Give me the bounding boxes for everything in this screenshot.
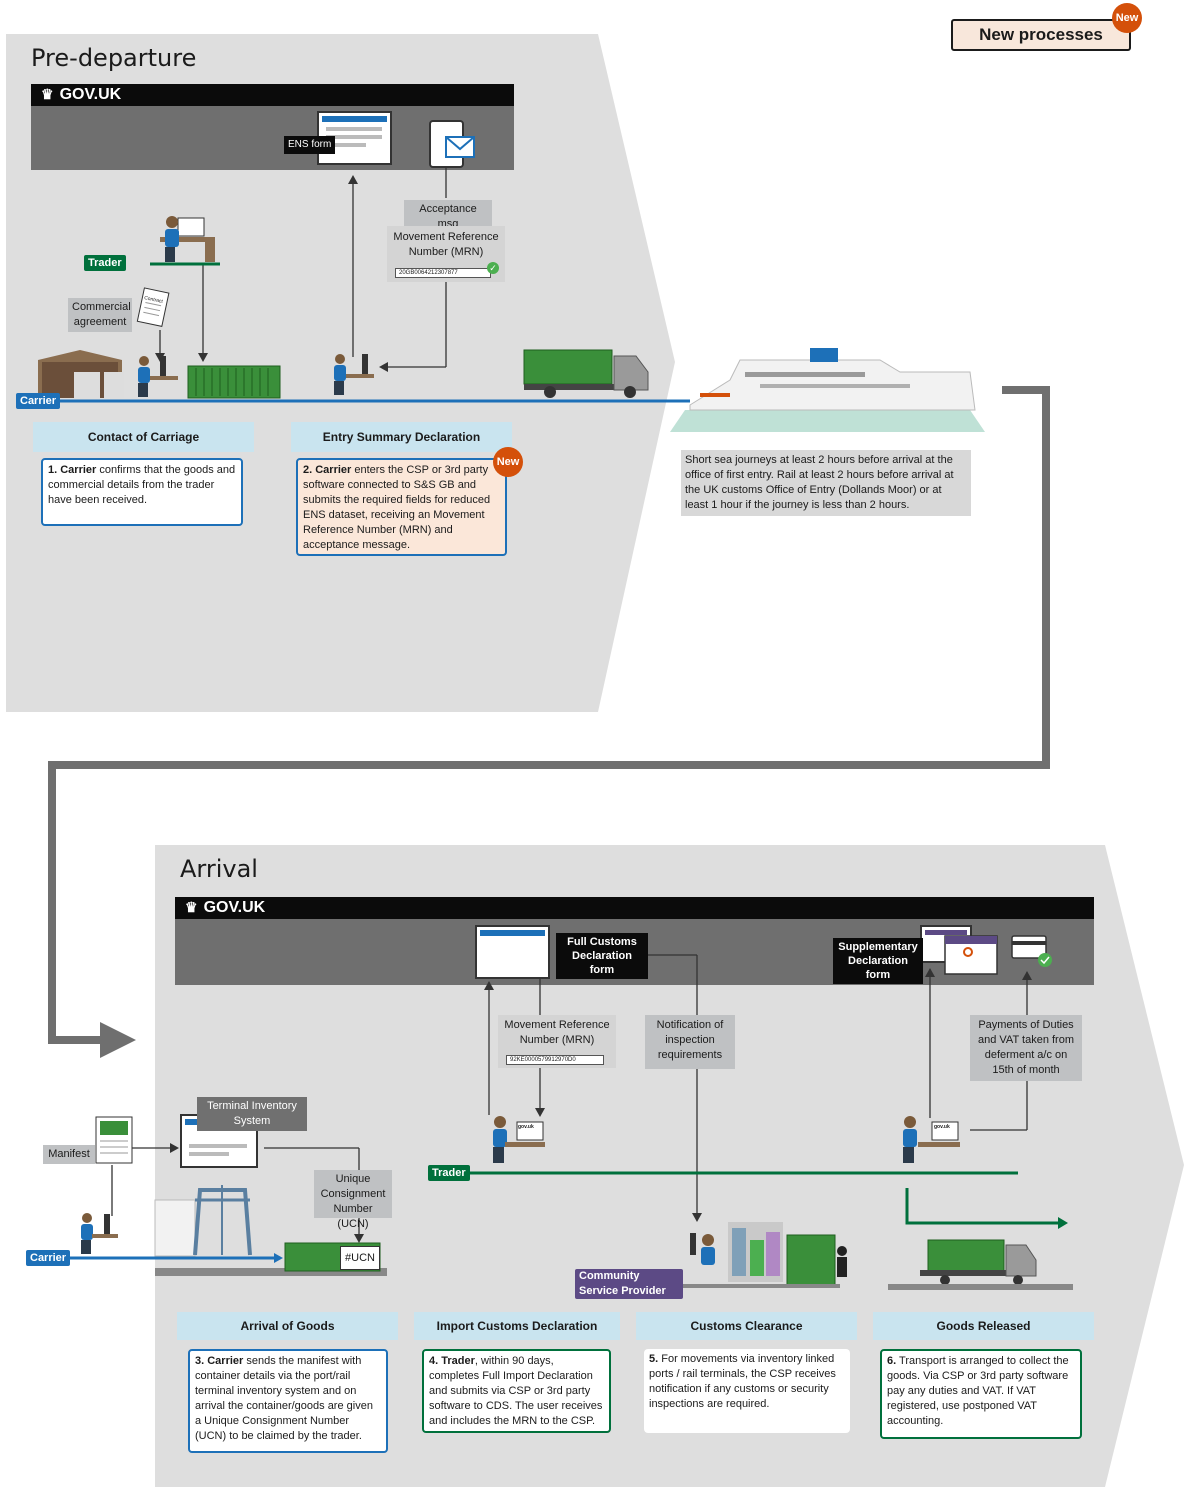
step-4-actor: 4. Trader [429,1355,475,1367]
ucn-label: Unique Consignment Number (UCN) [314,1170,392,1230]
entry-summary-heading: Entry Summary Declaration [291,422,512,452]
predeparture-gov-bar: ♛ GOV.UK [31,84,514,106]
acceptance-message-tablet-icon [429,120,475,168]
customs-clearance-illustration [680,1222,847,1288]
terminal-inventory-label: Terminal Inventory System [197,1097,307,1131]
gov-bar-label: GOV.UK [59,86,122,103]
new-processes-legend: New processes [951,19,1131,51]
arrival-mrn-label: Movement Reference Number (MRN) [504,1019,610,1046]
contract-document-icon [136,287,170,327]
trader-desk-illustration [160,216,215,262]
arrival-carrier-tag: Carrier [26,1250,71,1266]
truck-illustration [523,349,649,398]
step-3-description: 3. Carrier sends the manifest with conta… [188,1349,388,1453]
flow-connector [48,386,1050,1044]
step-6-actor: 6. [887,1355,897,1367]
arrival-title: Arrival [180,855,258,883]
mrn-card: Movement Reference Number (MRN) 20GB0064… [387,226,505,282]
supplementary-form-label: Supplementary Declaration form [833,938,923,984]
goods-released-heading: Goods Released [873,1312,1094,1340]
release-trader-illustration [903,1116,960,1163]
step-5-description: 5. For movements via inventory linked po… [644,1349,850,1433]
manifest-label: Manifest [43,1145,95,1164]
commercial-agreement-label: Commercial agreement [68,298,132,332]
predeparture-title: Pre-departure [31,44,197,72]
step-2-new-badge: New [493,447,523,477]
step-2-text: enters the CSP or 3rd party software con… [303,464,491,551]
step-2-actor: 2. Carrier [303,464,352,476]
carrier-worker-illustration-3 [81,1213,118,1254]
crown-icon: ♛ [185,899,198,915]
flow-arrowhead [100,1022,136,1058]
supplementary-form-screen-icon [920,925,998,975]
arrival-trader-tag: Trader [428,1165,470,1181]
step-5-actor: 5. [649,1353,659,1365]
full-customs-form-screen-icon [475,925,550,979]
step-1-description: 1. Carrier confirms that the goods and c… [41,458,243,526]
step-1-text: confirms that the goods and commercial d… [48,464,236,506]
payment-card-icon [1011,935,1052,967]
mrn-value-field: 20GB0064212307877 [395,268,491,278]
arrival-mrn-card: Movement Reference Number (MRN) 92KE0000… [498,1015,616,1068]
step-3-actor: 3. Carrier [195,1355,244,1367]
ens-form-label: ENS form [284,136,336,154]
mrn-card-label: Movement Reference Number (MRN) [393,231,499,258]
import-trader-illustration [493,1116,545,1163]
legend-new-badge: New [1112,3,1142,33]
trader-tag: Trader [84,255,126,271]
import-screen-text: gov.uk [518,1124,534,1130]
step-4-text: , within 90 days, completes Full Import … [429,1355,603,1427]
ferry-illustration [670,348,985,432]
check-icon: ✓ [487,262,499,274]
ucn-tag: #UCN [340,1246,380,1270]
step-6-text: Transport is arranged to collect the goo… [887,1355,1069,1427]
step-5-text: For movements via inventory linked ports… [649,1353,836,1410]
journey-timing-note: Short sea journeys at least 2 hours befo… [681,450,971,516]
notification-label: Notification of inspection requirements [645,1015,735,1069]
crown-icon: ♛ [41,86,54,102]
port-crane-illustration [154,1185,252,1257]
arrival-of-goods-heading: Arrival of Goods [177,1312,398,1340]
step-2-description: 2. Carrier enters the CSP or 3rd party s… [296,458,507,556]
import-declaration-heading: Import Customs Declaration [414,1312,620,1340]
carrier-worker-illustration-2 [334,354,374,395]
step-6-description: 6. Transport is arranged to collect the … [880,1349,1082,1439]
arrival-gov-bar: ♛ GOV.UK [175,897,1094,919]
full-customs-form-label: Full Customs Declaration form [556,933,648,979]
legend-label: New processes [979,25,1103,44]
arrival-mrn-value-field: 92KE0000579912970D0 [506,1055,604,1065]
contact-of-carriage-heading: Contact of Carriage [33,422,254,452]
step-3-text: sends the manifest with container detail… [195,1355,373,1442]
csp-tag: Community Service Provider [575,1269,683,1299]
warehouse-illustration [38,350,124,398]
manifest-document-icon [95,1116,133,1164]
release-screen-text: gov.uk [934,1124,950,1130]
carrier-tag: Carrier [16,393,61,409]
step-4-description: 4. Trader, within 90 days, completes Ful… [422,1349,611,1433]
payments-label: Payments of Duties and VAT taken from de… [970,1015,1082,1081]
gov-bar-label: GOV.UK [203,899,266,916]
step-1-actor: 1. Carrier [48,464,97,476]
carrier-worker-illustration-1 [138,356,178,397]
customs-clearance-heading: Customs Clearance [636,1312,857,1340]
released-truck-illustration [888,1239,1073,1290]
